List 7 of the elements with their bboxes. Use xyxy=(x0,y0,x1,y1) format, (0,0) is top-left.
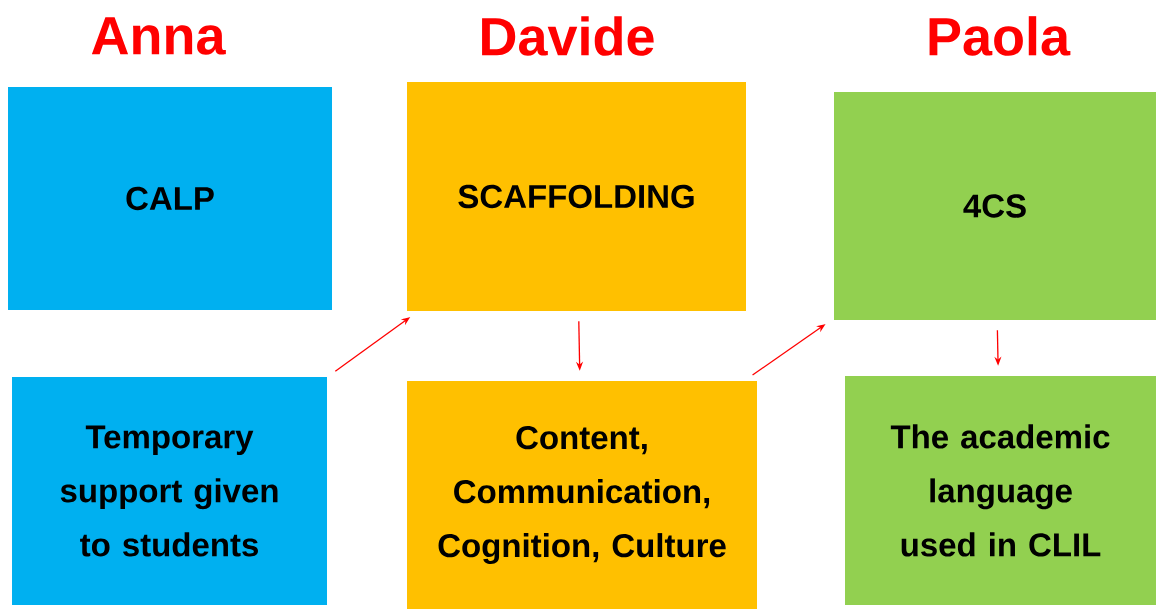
text-box: Content, Communication, Cognition, Culture xyxy=(407,381,757,609)
text-box: CALP xyxy=(8,87,332,310)
text-box: 4CS xyxy=(834,92,1156,320)
column-heading: Davide xyxy=(482,16,654,56)
text-box: The academic language used in CLIL xyxy=(845,376,1156,605)
text-box: SCAFFOLDING xyxy=(407,82,746,311)
text-box: Temporary support given to students xyxy=(12,377,327,605)
